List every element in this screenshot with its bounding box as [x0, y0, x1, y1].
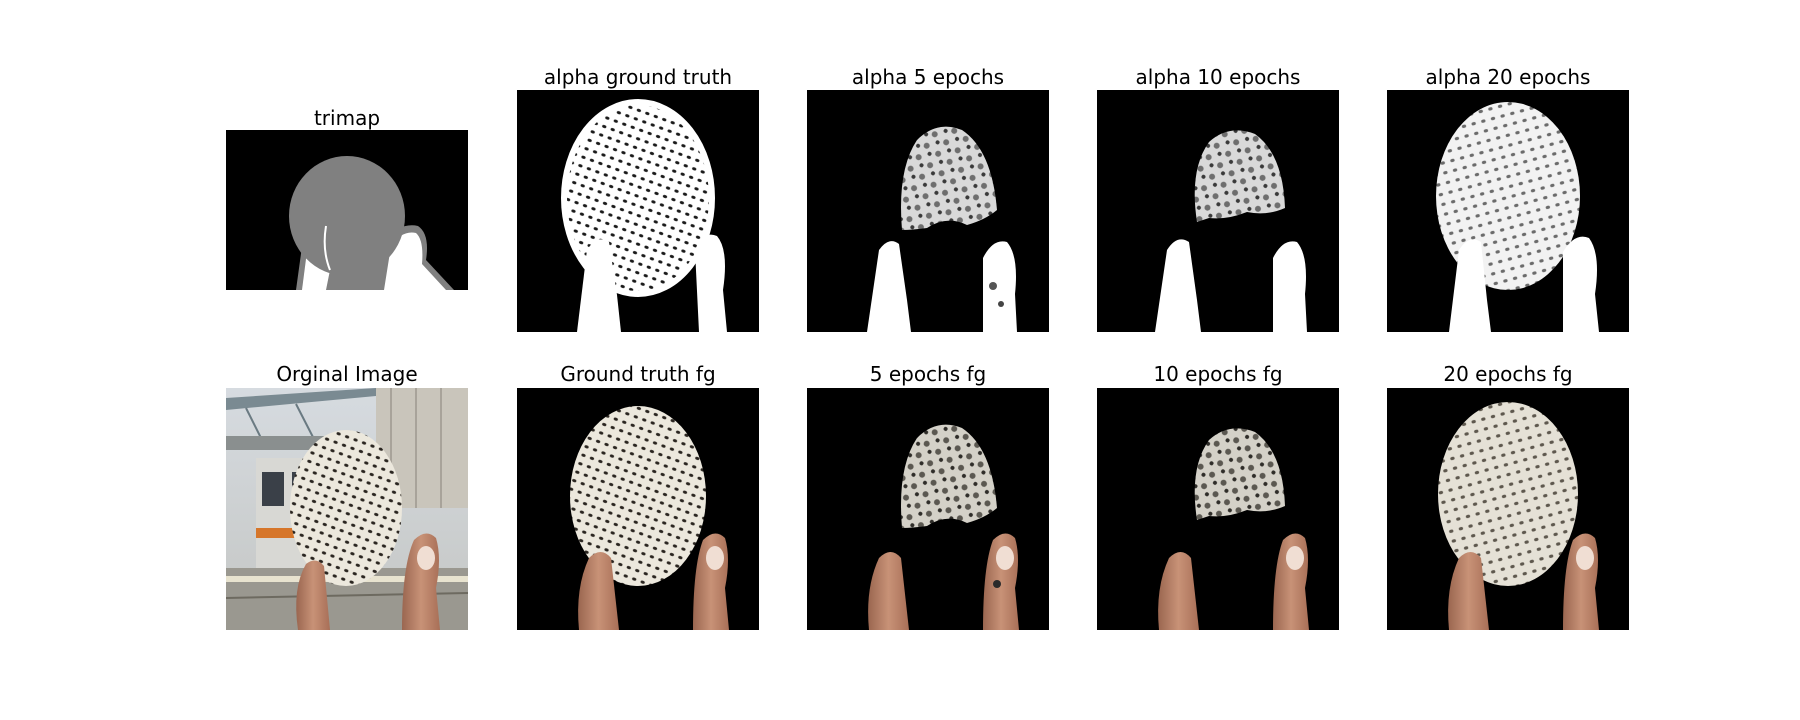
- panel-alpha-10-epochs: alpha 10 epochs: [1097, 63, 1339, 335]
- original-image: [226, 388, 468, 630]
- panel-alpha-ground-truth: alpha ground truth: [517, 63, 759, 335]
- panel-original-image: Orginal Image: [226, 360, 468, 632]
- panel-title: Ground truth fg: [560, 362, 716, 386]
- panel-title: 10 epochs fg: [1153, 362, 1283, 386]
- panel-title: Orginal Image: [276, 362, 418, 386]
- 5-epochs-fg-image: [807, 388, 1049, 630]
- panel-title: alpha 5 epochs: [851, 65, 1005, 89]
- ground-truth-fg-image: [517, 388, 759, 630]
- alpha-10-epochs-image: [1097, 90, 1339, 332]
- alpha-20-epochs-image: [1387, 90, 1629, 332]
- panel-20-epochs-fg: 20 epochs fg: [1387, 360, 1629, 632]
- panel-title: alpha 10 epochs: [1135, 65, 1301, 89]
- panel-trimap: trimap: [226, 104, 468, 294]
- alpha-5-epochs-image: [807, 90, 1049, 332]
- panel-title: alpha 20 epochs: [1425, 65, 1591, 89]
- trimap-image: [226, 130, 468, 290]
- panel-title: 20 epochs fg: [1443, 362, 1573, 386]
- panel-10-epochs-fg: 10 epochs fg: [1097, 360, 1339, 632]
- panel-title: trimap: [313, 106, 381, 130]
- panel-alpha-5-epochs: alpha 5 epochs: [807, 63, 1049, 335]
- 20-epochs-fg-image: [1387, 388, 1629, 630]
- panel-5-epochs-fg: 5 epochs fg: [807, 360, 1049, 632]
- panel-title: 5 epochs fg: [869, 362, 987, 386]
- panel-alpha-20-epochs: alpha 20 epochs: [1387, 63, 1629, 335]
- panel-title: alpha ground truth: [543, 65, 733, 89]
- 10-epochs-fg-image: [1097, 388, 1339, 630]
- alpha-ground-truth-image: [517, 90, 759, 332]
- panel-ground-truth-fg: Ground truth fg: [517, 360, 759, 632]
